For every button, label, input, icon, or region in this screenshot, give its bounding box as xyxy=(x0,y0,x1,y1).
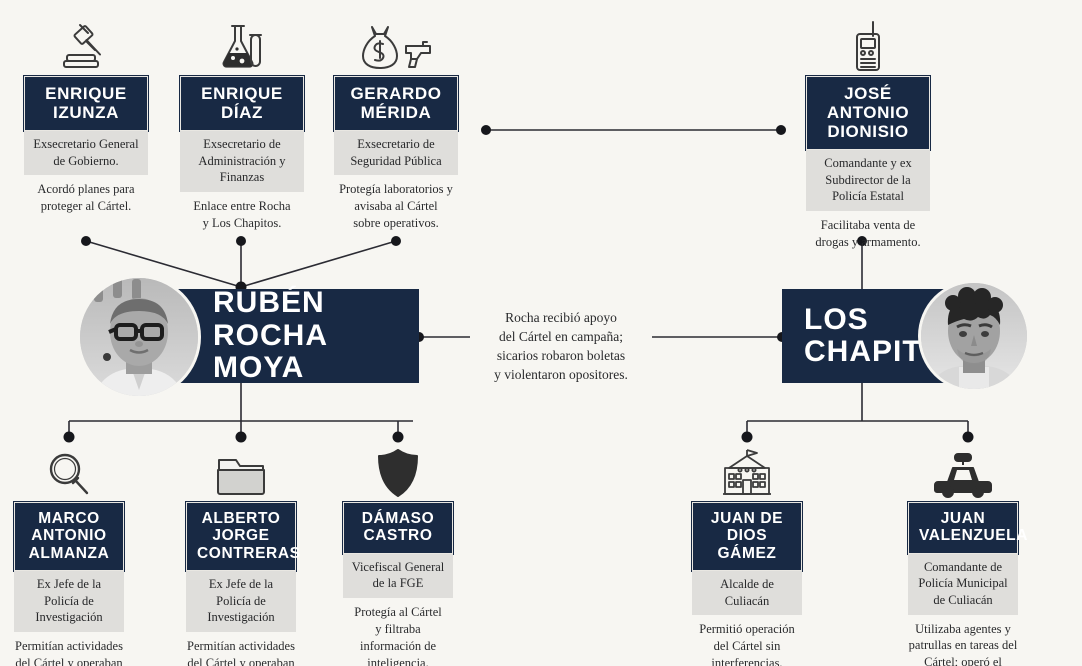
node-ruben-rocha-moya[interactable]: RUBÉN ROCHA MOYA xyxy=(165,287,419,384)
name-label: DÁMASO CASTRO xyxy=(343,502,453,554)
node-jose-antonio-dionisio[interactable]: JOSÉ ANTONIO DIONISIO Comandante y ex Su… xyxy=(800,14,936,251)
hero-name-label: RUBÉN ROCHA MOYA xyxy=(165,287,419,384)
radio-icon xyxy=(846,14,890,72)
moneybag-gun-icon xyxy=(357,14,435,72)
role-label: Ex Jefe de la Policía de Investigación xyxy=(186,571,296,632)
name-label: JOSÉ ANTONIO DIONISIO xyxy=(806,76,930,151)
node-enrique-diaz[interactable]: ENRIQUE DÍAZ Exsecretario de Administrac… xyxy=(174,14,310,232)
shield-icon xyxy=(375,440,421,498)
role-label: Exsecretario de Administración y Finanza… xyxy=(180,131,304,192)
relation-note-rocha-chapitos: Rocha recibió apoyo del Cártel en campañ… xyxy=(494,310,628,383)
description-label: Utilizaba agentes y patrullas en tareas … xyxy=(908,621,1018,666)
description-label: Acordó planes para proteger al Cártel. xyxy=(37,182,135,214)
description-label: Protegía laboratorios y avisaba al Cárte… xyxy=(339,182,453,231)
folder-icon xyxy=(215,440,267,498)
node-marco-antonio-almanza[interactable]: MARCO ANTONIO ALMANZA Ex Jefe de la Poli… xyxy=(6,440,132,666)
role-label: Comandante y ex Subdirector de la Policí… xyxy=(806,150,930,211)
name-label: JUAN DE DIOS GÁMEZ xyxy=(692,502,802,572)
government-building-icon xyxy=(719,440,775,498)
description-label: Permitió operación del Cártel sin interf… xyxy=(699,622,795,666)
role-label: Comandante de Policía Municipal de Culia… xyxy=(908,553,1018,615)
role-label: Ex Jefe de la Policía de Investigación xyxy=(14,571,124,632)
node-juan-de-dios-gamez[interactable]: JUAN DE DIOS GÁMEZ Alcalde de Culiacán P… xyxy=(684,440,810,666)
node-damaso-castro[interactable]: DÁMASO CASTRO Vicefiscal General de la F… xyxy=(335,440,461,666)
name-label: ALBERTO JORGE CONTRERAS xyxy=(186,502,300,572)
police-car-icon xyxy=(932,440,994,498)
description-label: Permitían actividades del Cártel y opera… xyxy=(187,638,295,666)
description-label: Permitían actividades del Cártel y opera… xyxy=(15,638,123,666)
name-label: ENRIQUE IZUNZA xyxy=(24,76,148,132)
node-alberto-jorge-contreras[interactable]: ALBERTO JORGE CONTRERAS Ex Jefe de la Po… xyxy=(178,440,304,666)
flask-icon xyxy=(215,14,269,72)
name-label: ENRIQUE DÍAZ xyxy=(180,76,304,132)
name-label: JUAN VALENZUELA xyxy=(908,502,1027,554)
node-enrique-izunza[interactable]: ENRIQUE IZUNZA Exsecretario General de G… xyxy=(18,14,154,215)
avatar-ruben-rocha-moya xyxy=(80,278,198,396)
role-label: Alcalde de Culiacán xyxy=(692,571,802,616)
description-label: Facilitaba venta de drogas y armamento. xyxy=(815,217,921,249)
magnifier-icon xyxy=(44,440,94,498)
role-label: Exsecretario de Seguridad Pública xyxy=(334,131,458,176)
description-label: Protegía al Cártel y filtraba informació… xyxy=(354,604,442,666)
node-juan-valenzuela[interactable]: JUAN VALENZUELA Comandante de Policía Mu… xyxy=(900,440,1027,666)
node-gerardo-merida[interactable]: GERARDO MÉRIDA Exsecretario de Seguridad… xyxy=(328,14,464,232)
name-label: GERARDO MÉRIDA xyxy=(334,76,458,132)
role-label: Exsecretario General de Gobierno. xyxy=(24,131,148,176)
description-label: Enlace entre Rocha y Los Chapitos. xyxy=(193,198,291,230)
avatar-los-chapitos xyxy=(921,283,1027,389)
role-label: Vicefiscal General de la FGE xyxy=(343,553,453,598)
name-label: MARCO ANTONIO ALMANZA xyxy=(14,502,124,572)
gavel-icon xyxy=(59,14,113,72)
